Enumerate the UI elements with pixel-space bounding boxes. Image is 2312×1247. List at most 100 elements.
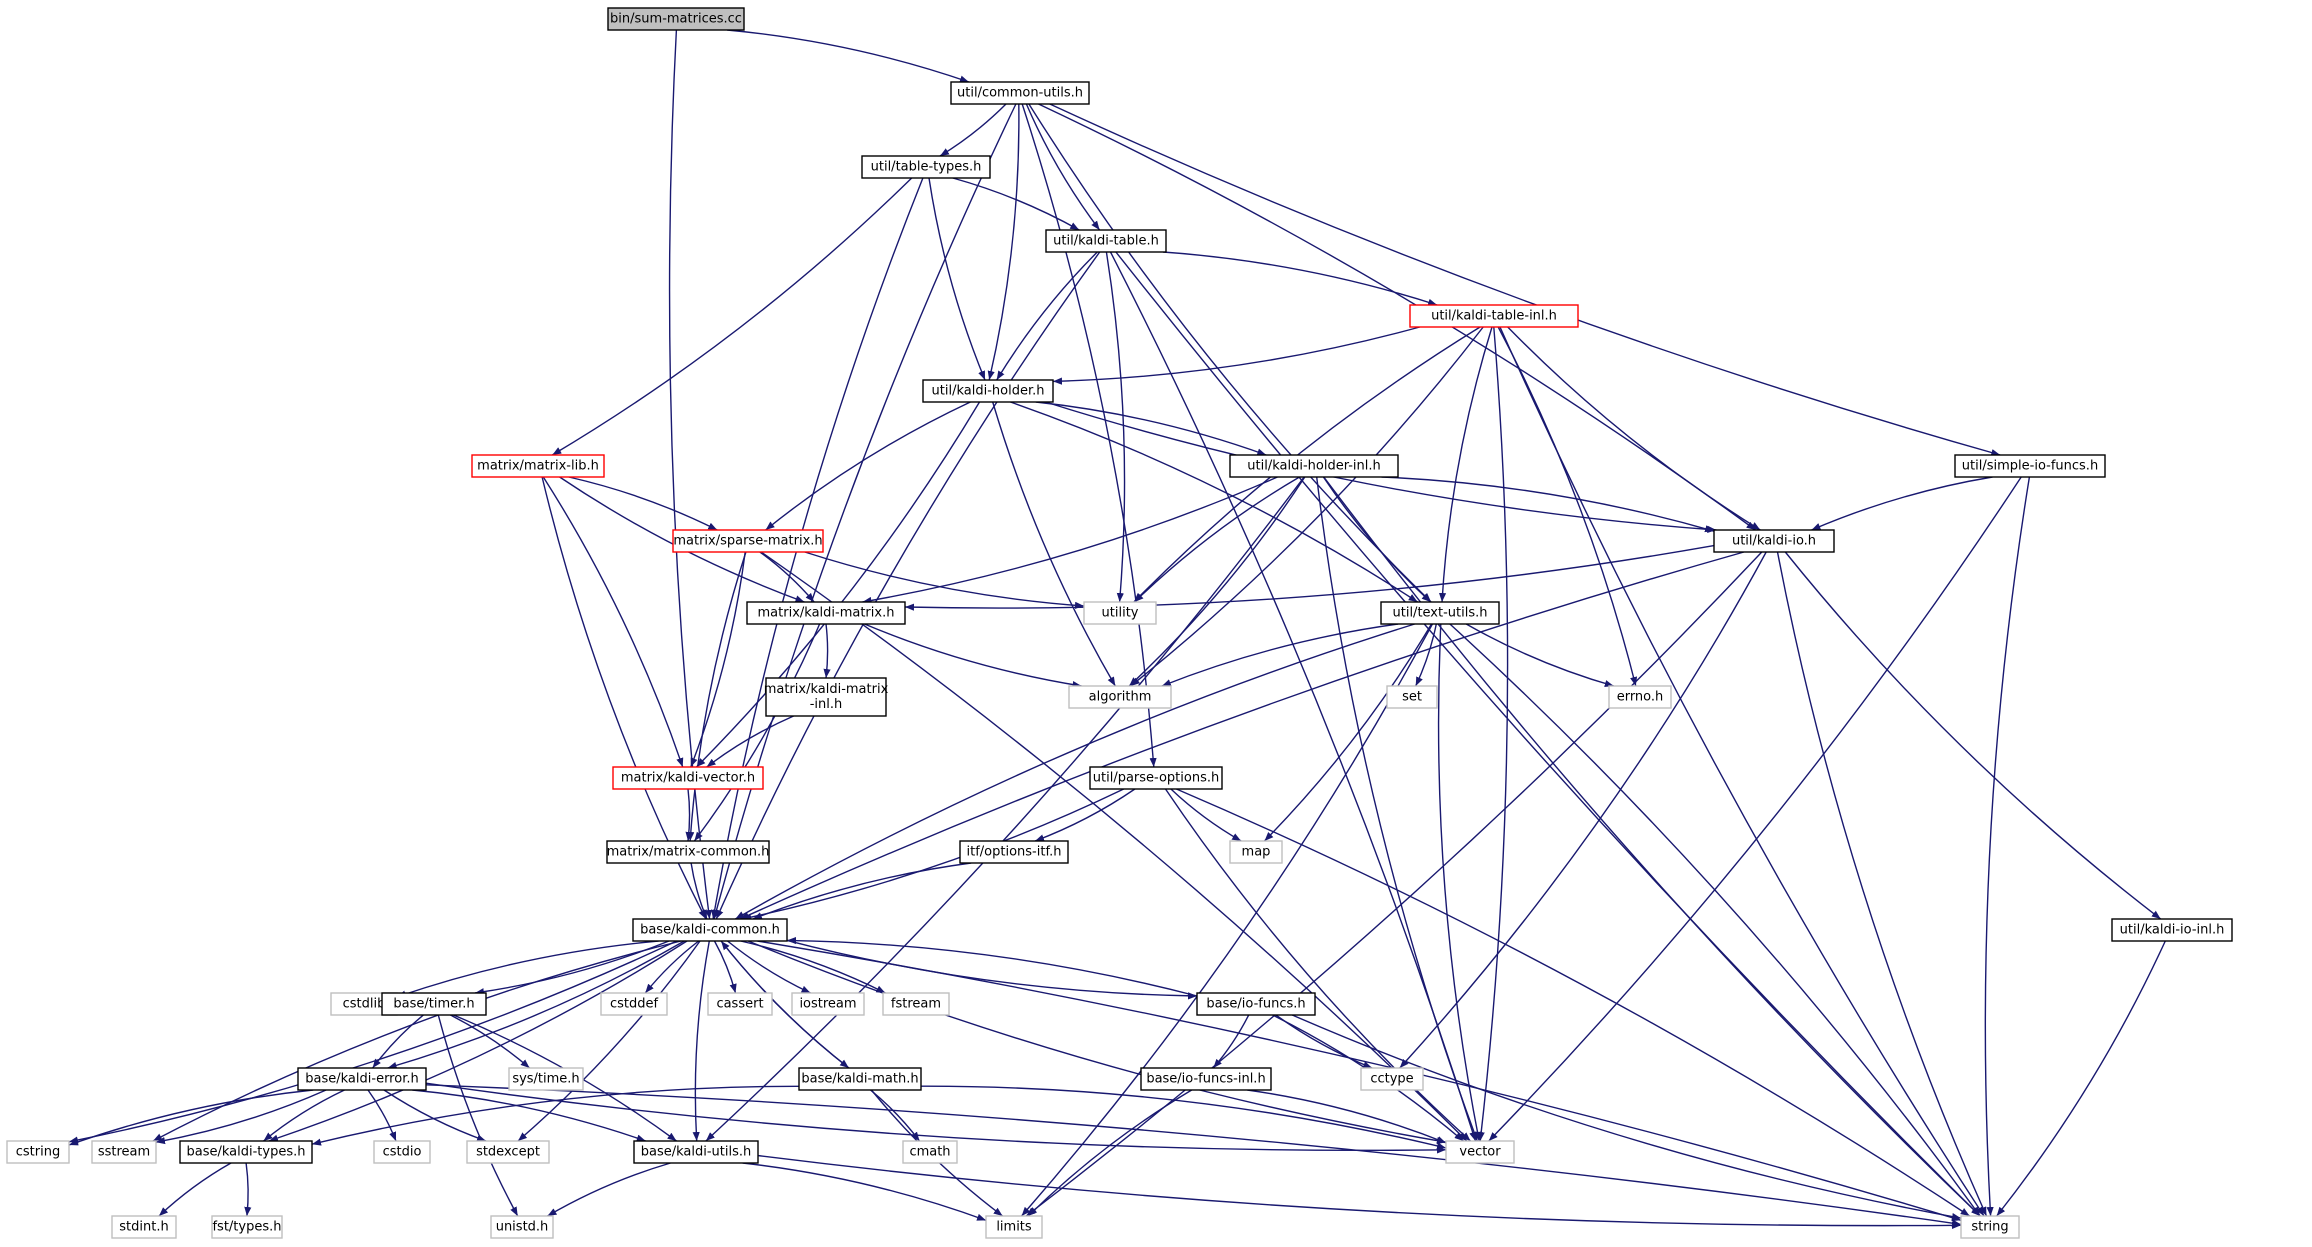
node-ke[interactable]: base/kaldi-error.h bbox=[297, 1067, 427, 1091]
node-ktypes[interactable]: base/kaldi-types.h bbox=[179, 1140, 313, 1164]
node-box bbox=[985, 1215, 1043, 1239]
edge-kmath-to-vector bbox=[920, 1085, 1447, 1150]
node-kt[interactable]: util/kaldi-table.h bbox=[1045, 229, 1167, 253]
node-kv[interactable]: matrix/kaldi-vector.h bbox=[612, 766, 764, 790]
node-ml[interactable]: matrix/matrix-lib.h bbox=[471, 454, 605, 478]
node-label: util/kaldi-io-inl.h bbox=[2120, 923, 2225, 938]
node-label: util/simple-io-funcs.h bbox=[1962, 459, 2098, 474]
node-khi[interactable]: util/kaldi-holder-inl.h bbox=[1229, 454, 1399, 478]
node-label: matrix/matrix-lib.h bbox=[477, 459, 599, 474]
edge-sif-to-string bbox=[1984, 476, 2031, 1217]
edge-po-to-vector bbox=[1164, 788, 1471, 1142]
edge-kutils-to-limits bbox=[742, 1162, 987, 1222]
node-mc[interactable]: matrix/matrix-common.h bbox=[606, 840, 770, 864]
node-box bbox=[91, 1140, 157, 1164]
edge-ke-to-kutils bbox=[412, 1089, 646, 1142]
node-fstream: fstream bbox=[882, 992, 950, 1016]
node-po[interactable]: util/parse-options.h bbox=[1089, 766, 1223, 790]
node-sm[interactable]: matrix/sparse-matrix.h bbox=[672, 529, 824, 553]
node-limits: limits bbox=[985, 1215, 1043, 1239]
edge-kc-to-iostream bbox=[727, 940, 811, 994]
node-kmath[interactable]: base/kaldi-math.h bbox=[798, 1067, 922, 1091]
node-box bbox=[1229, 840, 1283, 864]
node-label: unistd.h bbox=[496, 1220, 549, 1235]
node-label: algorithm bbox=[1089, 690, 1152, 705]
node-box bbox=[1409, 304, 1579, 328]
edge-khi-to-util bbox=[1134, 476, 1300, 603]
edge-khi-to-kutils bbox=[705, 476, 1305, 1142]
node-box bbox=[1445, 1140, 1515, 1164]
node-oi[interactable]: itf/options-itf.h bbox=[959, 840, 1069, 864]
edge-kc-to-cstdlib bbox=[396, 940, 659, 998]
node-label: cstddef bbox=[610, 997, 659, 1012]
edge-kh-to-tu bbox=[1010, 401, 1418, 603]
edge-khi-to-vector bbox=[1316, 476, 1478, 1142]
node-tu[interactable]: util/text-utils.h bbox=[1380, 601, 1500, 625]
node-box bbox=[1196, 992, 1316, 1016]
node-box bbox=[1386, 685, 1438, 709]
edge-sif-to-vector bbox=[1488, 476, 2022, 1142]
node-box bbox=[6, 1140, 70, 1164]
node-timer[interactable]: base/timer.h bbox=[381, 992, 487, 1016]
node-cu[interactable]: util/common-utils.h bbox=[950, 81, 1090, 105]
node-box bbox=[612, 766, 764, 790]
node-label: util/common-utils.h bbox=[957, 86, 1083, 101]
node-kio[interactable]: util/kaldi-io.h bbox=[1713, 529, 1835, 553]
node-kti[interactable]: util/kaldi-table-inl.h bbox=[1409, 304, 1579, 328]
edge-kti-to-algo bbox=[1130, 326, 1484, 687]
edge-kio-to-cctype bbox=[1399, 551, 1767, 1069]
edge-timer-to-ke bbox=[372, 1014, 424, 1069]
node-kh[interactable]: util/kaldi-holder.h bbox=[922, 379, 1054, 403]
node-kutils[interactable]: base/kaldi-utils.h bbox=[633, 1140, 759, 1164]
node-label: bin/sum-matrices.cc bbox=[610, 12, 742, 27]
edge-kt-to-kh bbox=[996, 251, 1098, 381]
edge-kc-to-timer bbox=[474, 940, 670, 996]
node-kc[interactable]: base/kaldi-common.h bbox=[632, 918, 788, 942]
edge-sm-to-km bbox=[759, 551, 815, 603]
node-label: base/kaldi-common.h bbox=[640, 923, 780, 938]
edge-khi-to-string bbox=[1323, 476, 1981, 1217]
edge-tu-to-vector bbox=[1437, 623, 1482, 1142]
edge-tu-to-map bbox=[1263, 623, 1433, 842]
node-label: stdint.h bbox=[119, 1220, 168, 1235]
node-vector: vector bbox=[1445, 1140, 1515, 1164]
node-box bbox=[297, 1067, 427, 1091]
edge-sm-to-mc bbox=[687, 551, 747, 842]
node-sum[interactable]: bin/sum-matrices.cc bbox=[607, 7, 745, 31]
node-sif[interactable]: util/simple-io-funcs.h bbox=[1954, 454, 2106, 478]
node-box bbox=[1954, 454, 2106, 478]
edge-iof-to-string bbox=[1291, 1014, 1962, 1221]
node-cassert: cassert bbox=[707, 992, 773, 1016]
node-tt[interactable]: util/table-types.h bbox=[861, 155, 991, 179]
node-iof[interactable]: base/io-funcs.h bbox=[1196, 992, 1316, 1016]
edge-mc-to-kc bbox=[690, 862, 708, 920]
edge-kh-to-algo bbox=[992, 401, 1116, 687]
node-box bbox=[1089, 766, 1223, 790]
node-label: cstdio bbox=[383, 1145, 422, 1160]
node-iofi[interactable]: base/io-funcs-inl.h bbox=[1140, 1067, 1272, 1091]
node-km[interactable]: matrix/kaldi-matrix.h bbox=[746, 601, 906, 625]
node-box bbox=[922, 379, 1054, 403]
edge-kc-to-kutils bbox=[692, 940, 710, 1142]
node-box bbox=[1140, 1067, 1272, 1091]
edge-kc-to-vector bbox=[747, 940, 1447, 1145]
node-box bbox=[707, 992, 773, 1016]
edge-timer-to-unistd bbox=[437, 1014, 519, 1217]
edge-khi-to-algo bbox=[1128, 476, 1306, 687]
edge-cu-to-kc bbox=[712, 103, 1017, 920]
node-fsttypes: fst/types.h bbox=[211, 1215, 283, 1239]
edge-kmi-to-kv bbox=[706, 715, 794, 768]
edge-kc-to-ktypes bbox=[268, 940, 688, 1142]
edge-cu-to-tt bbox=[939, 103, 1007, 157]
node-label: limits bbox=[996, 1220, 1032, 1235]
node-kmi[interactable]: matrix/kaldi-matrix-inl.h bbox=[764, 677, 889, 717]
node-kioi[interactable]: util/kaldi-io-inl.h bbox=[2111, 918, 2233, 942]
node-box bbox=[902, 1140, 958, 1164]
node-box bbox=[111, 1215, 177, 1239]
node-box bbox=[1713, 529, 1835, 553]
node-box bbox=[798, 1067, 922, 1091]
edge-tu-to-errno bbox=[1465, 623, 1614, 687]
edge-kt-to-kti bbox=[1162, 251, 1438, 306]
node-label: errno.h bbox=[1617, 690, 1664, 705]
node-algo: algorithm bbox=[1068, 685, 1172, 709]
